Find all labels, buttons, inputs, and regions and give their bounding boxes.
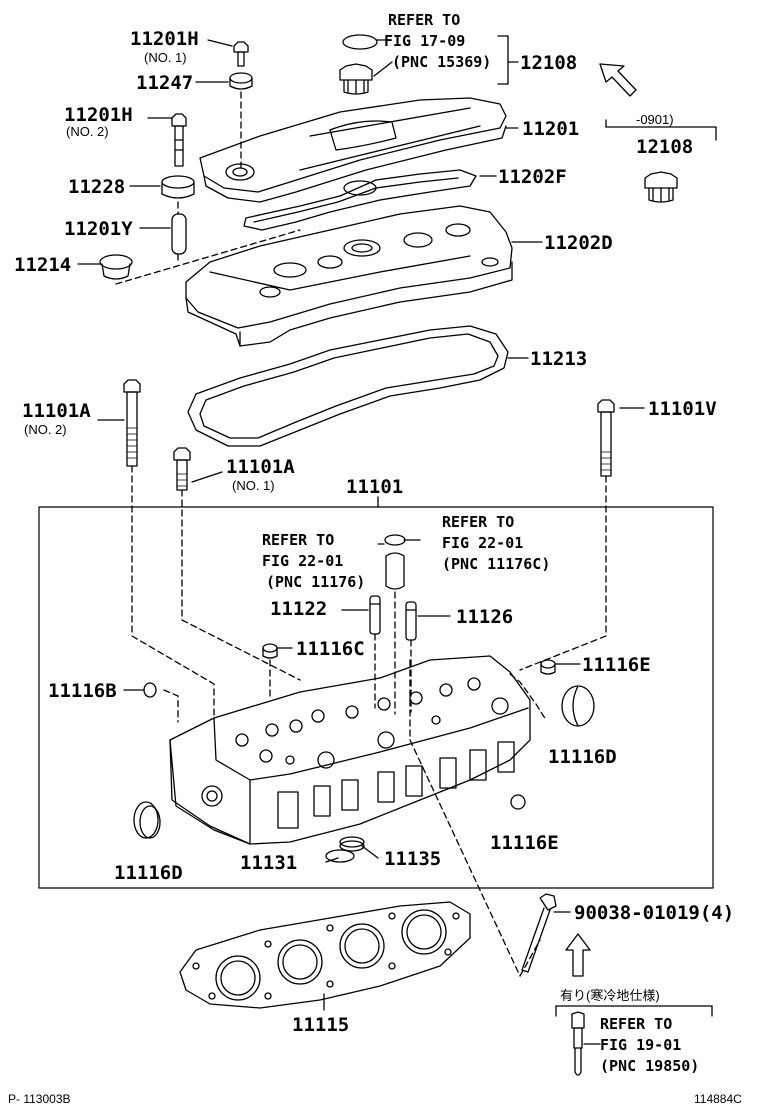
label-11116d-right: 11116D: [548, 746, 617, 768]
leader-lines: [77, 39, 645, 483]
label-11135: 11135: [384, 848, 442, 870]
grommet-11228: [161, 175, 195, 199]
label-11101a-no2: 11101A: [22, 400, 91, 422]
label-11131: 11131: [240, 852, 298, 874]
refer-line: (PNC 19850): [600, 1057, 700, 1075]
glow-plug-bolt: [521, 893, 571, 973]
alignment-lines-upper: [115, 91, 301, 285]
label-90038: 90038-01019(4): [574, 902, 735, 924]
seal-11131: [325, 849, 355, 863]
refer-line: REFER TO: [600, 1015, 673, 1033]
refer-line: REFER TO: [388, 11, 461, 29]
oil-filler-cap: [339, 63, 373, 95]
bolt-11201h-no1: [233, 41, 249, 67]
glow-plug: [571, 1011, 601, 1076]
refer-line: (PNC 15369): [392, 53, 492, 71]
plug-11116b: [143, 682, 157, 698]
plug-11116d-right: [561, 685, 595, 727]
valve-seal-ring: [384, 534, 406, 546]
bolt-11201h-no2: [171, 113, 187, 167]
label-11101a-no1: 11101A: [226, 456, 295, 478]
label-11214: 11214: [14, 254, 72, 276]
oil-cap-gasket: [342, 34, 378, 50]
plug-11116d-left: [133, 801, 161, 839]
head-cover-gasket: [187, 325, 529, 447]
page-code-left: P- 113003B: [8, 1092, 71, 1106]
label-12108-top: 12108: [520, 52, 578, 74]
head-bolt-no1: [173, 447, 191, 491]
cylinder-head-group-frame: [38, 506, 714, 889]
label-11115: 11115: [292, 1014, 350, 1036]
oil-filler-cap-alt: [644, 171, 678, 203]
valve-lifter: [385, 552, 405, 590]
glow-plug-bracket: [555, 1005, 713, 1017]
label-11116e-top: 11116E: [582, 654, 651, 676]
refer-fig-19-01: REFER TO FIG 19-01 (PNC 19850): [600, 1014, 699, 1077]
cylinder-head-cover: [185, 205, 513, 347]
label-11202d: 11202D: [544, 232, 613, 254]
refer-line: FIG 22-01: [262, 552, 344, 570]
label-11116e-bottom: 11116E: [490, 832, 559, 854]
refer-fig-22-01-11176c: REFER TO FIG 22-01 (PNC 11176C): [442, 512, 550, 575]
refer-line: REFER TO: [262, 531, 335, 549]
plug-11116e-top: [540, 659, 556, 675]
refer-line: FIG 17-09: [384, 32, 466, 50]
label-11202f: 11202F: [498, 166, 567, 188]
cold-spec-note: 有り(寒冷地仕様): [560, 988, 660, 1003]
refer-line: (PNC 11176): [266, 573, 366, 591]
date-range-note: -0901): [636, 112, 674, 127]
refer-line: REFER TO: [442, 513, 515, 531]
label-11201h-no2-note: (NO. 2): [66, 124, 109, 139]
label-11228: 11228: [68, 176, 126, 198]
label-11201h-no1-note: (NO. 1): [144, 50, 187, 65]
label-11101v: 11101V: [648, 398, 717, 420]
oil-cap-bracket: [373, 35, 519, 85]
up-arrow-icon: [565, 933, 591, 977]
refer-fig-17-09: REFER TO FIG 17-09 (PNC 15369): [384, 10, 492, 73]
label-11116d-left: 11116D: [114, 862, 183, 884]
direction-arrow-icon: [599, 63, 637, 97]
cover-gasket: [243, 169, 497, 231]
label-11126: 11126: [456, 606, 514, 628]
label-11116b: 11116B: [48, 680, 117, 702]
head-cover-upper: [199, 97, 507, 203]
cylinder-head: [169, 655, 531, 845]
seal-11135: [339, 836, 365, 852]
refer-fig-22-01-11176: REFER TO FIG 22-01 (PNC 11176): [262, 530, 365, 593]
plug-11214: [99, 254, 133, 280]
label-12108-right: 12108: [636, 136, 694, 158]
label-11247: 11247: [136, 72, 194, 94]
refer-line: FIG 22-01: [442, 534, 524, 552]
refer-line: FIG 19-01: [600, 1036, 682, 1054]
leader-lines-head: [123, 539, 581, 863]
valve-guide-11126: [405, 601, 417, 641]
label-11101: 11101: [346, 476, 404, 498]
label-11116c: 11116C: [296, 638, 365, 660]
head-bolt-v: [597, 399, 615, 477]
page-code-right: 114884C: [694, 1092, 742, 1106]
label-11122: 11122: [270, 598, 328, 620]
label-11101a-no2-note: (NO. 2): [24, 422, 67, 437]
label-11201h-no1: 11201H: [130, 28, 199, 50]
plug-11116c: [262, 643, 278, 659]
head-bolt-no2: [123, 379, 141, 467]
plug-11116e-bottom: [510, 794, 526, 810]
washer-11247: [229, 72, 253, 90]
date-range-bracket: [605, 119, 717, 141]
label-11213: 11213: [530, 348, 588, 370]
refer-line: (PNC 11176C): [442, 555, 551, 573]
label-11201y: 11201Y: [64, 218, 133, 240]
spacer-11201y: [171, 213, 187, 255]
valve-guide-11122: [369, 595, 381, 635]
label-11201h-no2: 11201H: [64, 104, 133, 126]
label-11101a-no1-note: (NO. 1): [232, 478, 275, 493]
head-gasket: [179, 901, 471, 1011]
label-11201: 11201: [522, 118, 580, 140]
